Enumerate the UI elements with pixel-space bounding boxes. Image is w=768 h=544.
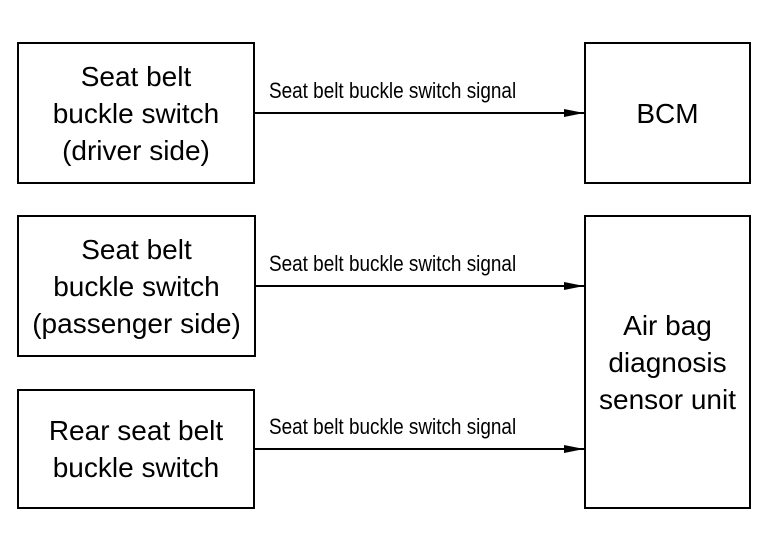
passenger-buckle-switch-box: Seat belt buckle switch (passenger side) bbox=[17, 215, 256, 357]
rear-buckle-switch-label: Rear seat belt buckle switch bbox=[48, 415, 224, 483]
airbag-sensor-unit-label: Air bag diagnosis sensor unit bbox=[599, 309, 736, 415]
driver-buckle-switch-label: Seat belt buckle switch (driver side) bbox=[52, 60, 220, 166]
bcm-label: BCM bbox=[636, 97, 699, 129]
airbag-sensor-unit-box: Air bag diagnosis sensor unit bbox=[584, 215, 751, 509]
rear-signal-label: Seat belt buckle switch signal bbox=[269, 414, 517, 439]
rear-buckle-switch-box: Rear seat belt buckle switch bbox=[17, 389, 255, 509]
driver-signal-label: Seat belt buckle switch signal bbox=[269, 78, 517, 103]
passenger-signal-label: Seat belt buckle switch signal bbox=[269, 251, 517, 276]
bcm-box: BCM bbox=[584, 42, 751, 184]
passenger-buckle-switch-label: Seat belt buckle switch (passenger side) bbox=[32, 233, 241, 339]
driver-buckle-switch-box: Seat belt buckle switch (driver side) bbox=[17, 42, 255, 184]
